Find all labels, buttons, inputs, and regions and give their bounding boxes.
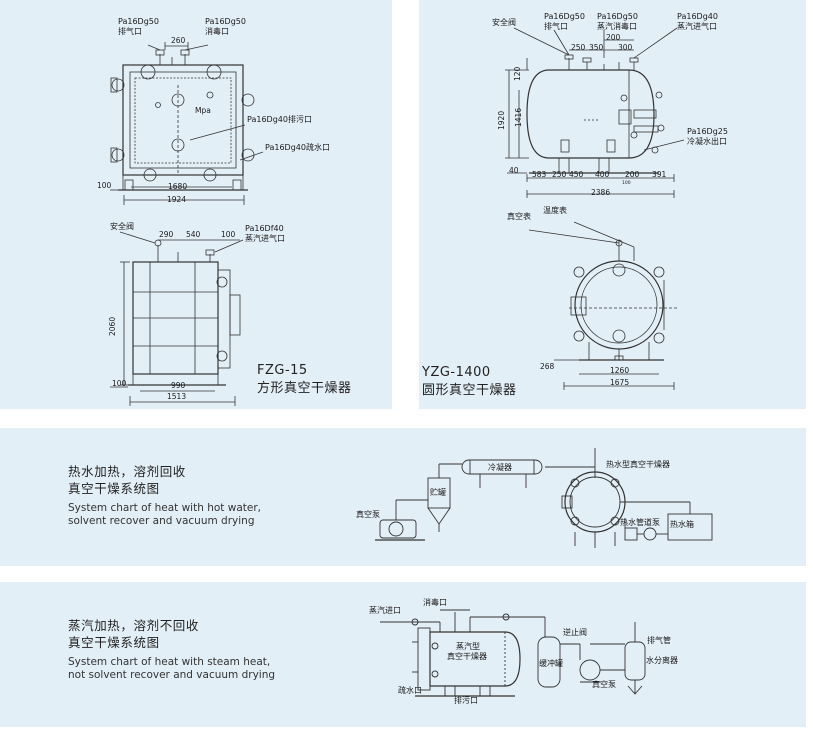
yzg-dim-2386: 2386 [591,188,611,197]
yzg-model: YZG-1400 [422,365,491,380]
yzg-exhaust-label: Pa16Dg50 排气口 [544,12,585,31]
system1-vacuum-pump-label: 真空泵 [356,510,380,519]
yzg-condensate-label: Pa16Dg25 冷凝水出口 [687,127,728,146]
fzg-gauge-label: Mpa [195,106,211,115]
yzg-vacuum-gauge-label: 真空表 [507,212,531,221]
yzg-drawing-panel: 安全阀 Pa16Dg50 排气口 Pa16Dg50 蒸汽消毒口 Pa16Dg40… [419,0,806,409]
system1-pump-label: 热水管道泵 [620,518,660,527]
yzg-steam-inlet-label: Pa16Dg40 蒸汽进气口 [677,12,718,31]
system-chart-steam-panel: 蒸汽加热，溶剂不回收 真空干燥系统图 System chart of heat … [0,582,806,727]
system1-title-en-line2: solvent recover and vacuum drying [68,515,255,527]
yzg-dim-268: 268 [540,362,555,371]
yzg-dim-200: 200 [606,33,621,42]
yzg-safety-valve-label: 安全阀 [492,18,516,27]
system2-drain-label: 疏水口 [398,686,422,695]
system2-disinfect-label: 消毒口 [423,598,447,607]
fzg-dim-1924: 1924 [167,195,187,204]
fzg-dim-540: 540 [186,230,201,239]
system2-dryer-label-line2: 真空干燥器 [447,652,487,661]
system1-title-en-line1: System chart of heat with hot water, [68,502,261,514]
system2-title-cn-line2: 真空干燥系统图 [68,635,160,650]
fzg-dim-100-side: 100 [221,230,236,239]
yzg-disinfect-label: Pa16Dg50 蒸汽消毒口 [597,12,638,31]
system1-receiver-label: 贮罐 [430,488,446,497]
yzg-temp-gauge-label: 温度表 [543,206,567,215]
system2-separator-label: 水分离器 [646,656,678,665]
fzg-drawing-panel: Pa16Dg50 排气口 Pa16Dg50 消毒口 260 Mpa Pa16Dg… [0,0,392,409]
system2-title-en-line2: not solvent recover and vacuum drying [68,669,276,681]
system1-condenser-label: 冷凝器 [488,463,512,472]
system2-sewage-label: 排污口 [454,696,478,705]
fzg-safety-valve-label: 安全阀 [110,222,134,231]
yzg-bottom-dim-4: 200 [625,170,640,179]
fzg-dim-1680: 1680 [168,182,188,191]
system1-title-cn-line2: 真空干燥系统图 [68,481,160,496]
system2-steam-in-label: 蒸汽进口 [369,606,401,615]
yzg-bottom-dim-1: 250 [552,170,567,179]
yzg-bottom-dim-5: 391 [652,170,667,179]
fzg-dim-100-top: 100 [97,181,112,190]
system2-title-en-line1: System chart of heat with steam heat, [68,656,271,668]
system-chart-hot-water-panel: 热水加热，溶剂回收 真空干燥系统图 System chart of heat w… [0,428,806,566]
system1-schematic [375,448,713,548]
system2-schematic [380,609,646,697]
fzg-dim-290: 290 [159,230,174,239]
yzg-dim-100-small: 100 [622,181,631,186]
fzg-line-drawing [110,42,264,406]
system2-check-valve-label: 逆止阀 [563,628,587,637]
system2-exhaust-pipe-label: 排气管 [647,636,671,645]
yzg-line-drawing [505,27,685,390]
fzg-dim-100-bottom: 100 [112,379,127,388]
system1-dryer-label: 热水型真空干燥器 [606,460,670,469]
yzg-dim-1675: 1675 [610,378,630,387]
yzg-bottom-dim-3: 400 [595,170,610,179]
yzg-dim-40: 40 [509,166,519,175]
fzg-exhaust-label: Pa16Dg50 排气口 [118,17,159,36]
yzg-dim-1260: 1260 [610,366,630,375]
fzg-drain-label: Pa16Dg40疏水口 [265,143,330,152]
system2-title-cn-line1: 蒸汽加热，溶剂不回收 [68,618,200,633]
yzg-dim-120: 120 [513,66,522,81]
fzg-dim-2060: 2060 [108,316,117,336]
fzg-steam-inlet-label: Pa16Df40 蒸汽进气口 [245,224,285,243]
system2-dryer-label-line1: 蒸汽型 [456,642,480,651]
system1-title-cn-line1: 热水加热，溶剂回收 [68,464,186,479]
fzg-sewage-label: Pa16Dg40排污口 [247,115,312,124]
fzg-name: 方形真空干燥器 [257,381,352,396]
fzg-dim-1513: 1513 [167,392,187,401]
yzg-name: 圆形真空干燥器 [422,383,517,398]
fzg-dim-260: 260 [171,36,186,45]
yzg-dim-350: 350 [589,43,604,52]
system2-vacuum-pump-label: 真空泵 [592,680,616,689]
fzg-dim-990: 990 [171,381,186,390]
yzg-bottom-dim-0: 583 [532,170,547,179]
yzg-dim-1920: 1920 [497,110,506,130]
system2-buffer-tank-label: 缓冲罐 [539,659,563,668]
fzg-disinfect-label: Pa16Dg50 消毒口 [205,17,246,36]
yzg-dim-1416: 1416 [514,107,523,127]
fzg-model: FZG-15 [257,363,308,378]
yzg-dim-300: 300 [618,43,633,52]
yzg-dim-250: 250 [571,43,586,52]
yzg-bottom-dim-2: 450 [569,170,584,179]
system1-tank-label: 热水箱 [670,520,694,529]
